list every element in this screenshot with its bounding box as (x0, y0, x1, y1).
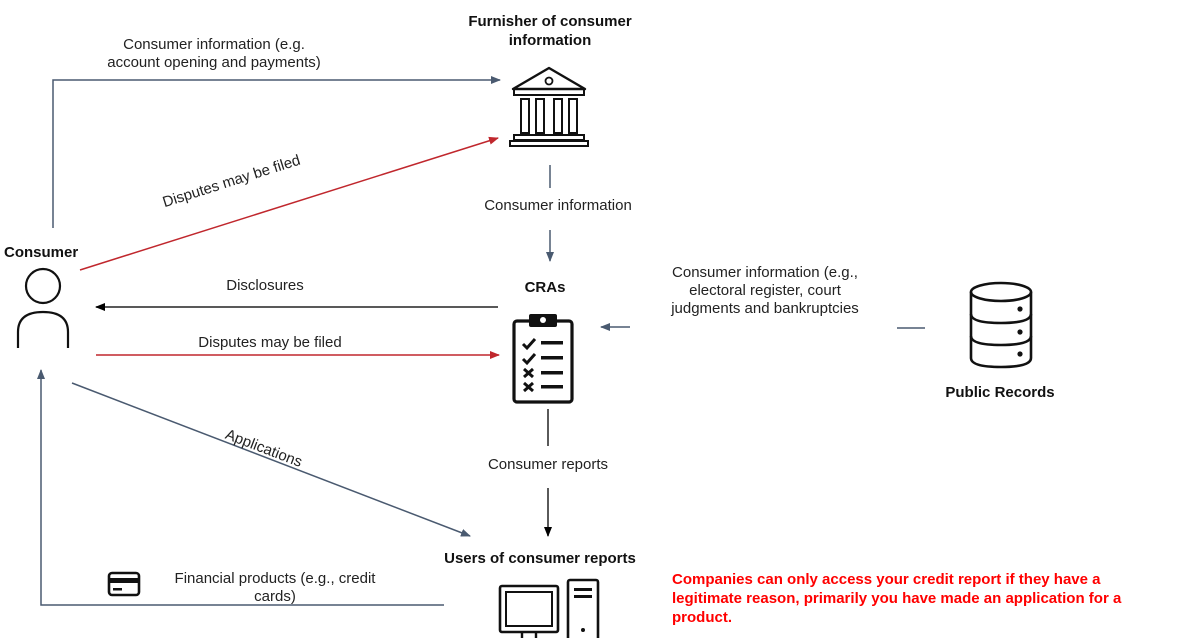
person-icon (16, 267, 70, 348)
furnisher-title-line: information (508, 32, 592, 49)
public-to-cras-label: Consumer information (e.g., electoral re… (645, 264, 885, 318)
credit-card-icon (107, 571, 141, 597)
arrow-consumer-to-furnisher (52, 76, 501, 228)
users-title: Users of consumer reports (444, 550, 636, 567)
bank-building-icon (509, 66, 589, 147)
access-note-line: product. (672, 609, 732, 626)
consumer-to-furnisher-label-line: Consumer information (e.g. (123, 36, 305, 53)
desktop-computer-icon (498, 578, 600, 638)
furnisher-to-cras-label: Consumer information (484, 197, 632, 214)
consumer-to-furnisher-label-line: account opening and payments) (107, 54, 321, 71)
disputes-to-cras-label: Disputes may be filed (198, 334, 342, 351)
access-note: Companies can only access your credit re… (672, 570, 1121, 627)
access-note-line: legitimate reason, primarily you have ma… (672, 590, 1122, 607)
access-note-line: Companies can only access your credit re… (672, 571, 1101, 588)
public-to-cras-label-line: electoral register, court (689, 282, 841, 299)
financial-products-label: Financial products (e.g., credit cards) (150, 570, 400, 606)
furnisher-title: Furnisher of consumer information (440, 12, 660, 50)
consumer-title: Consumer (4, 244, 79, 261)
arrow-financial-products (37, 369, 444, 606)
furnisher-title-line: Furnisher of consumer (468, 13, 632, 30)
cras-title: CRAs (524, 279, 566, 296)
arrow-disputes-to-furnisher (79, 136, 499, 271)
clipboard-checklist-icon (512, 314, 574, 404)
disclosures-label: Disclosures (226, 277, 304, 294)
public-to-cras-label-line: Consumer information (e.g., (672, 264, 858, 281)
public-to-cras-label-line: judgments and bankruptcies (671, 300, 859, 317)
database-icon (969, 281, 1033, 369)
financial-products-label-line: cards) (254, 588, 296, 605)
financial-products-label-line: Financial products (e.g., credit (174, 570, 376, 587)
arrow-applications (71, 382, 471, 537)
cras-to-users-label: Consumer reports (487, 456, 609, 473)
public-records-title: Public Records (945, 384, 1055, 401)
consumer-to-furnisher-label: Consumer information (e.g. account openi… (84, 36, 344, 72)
